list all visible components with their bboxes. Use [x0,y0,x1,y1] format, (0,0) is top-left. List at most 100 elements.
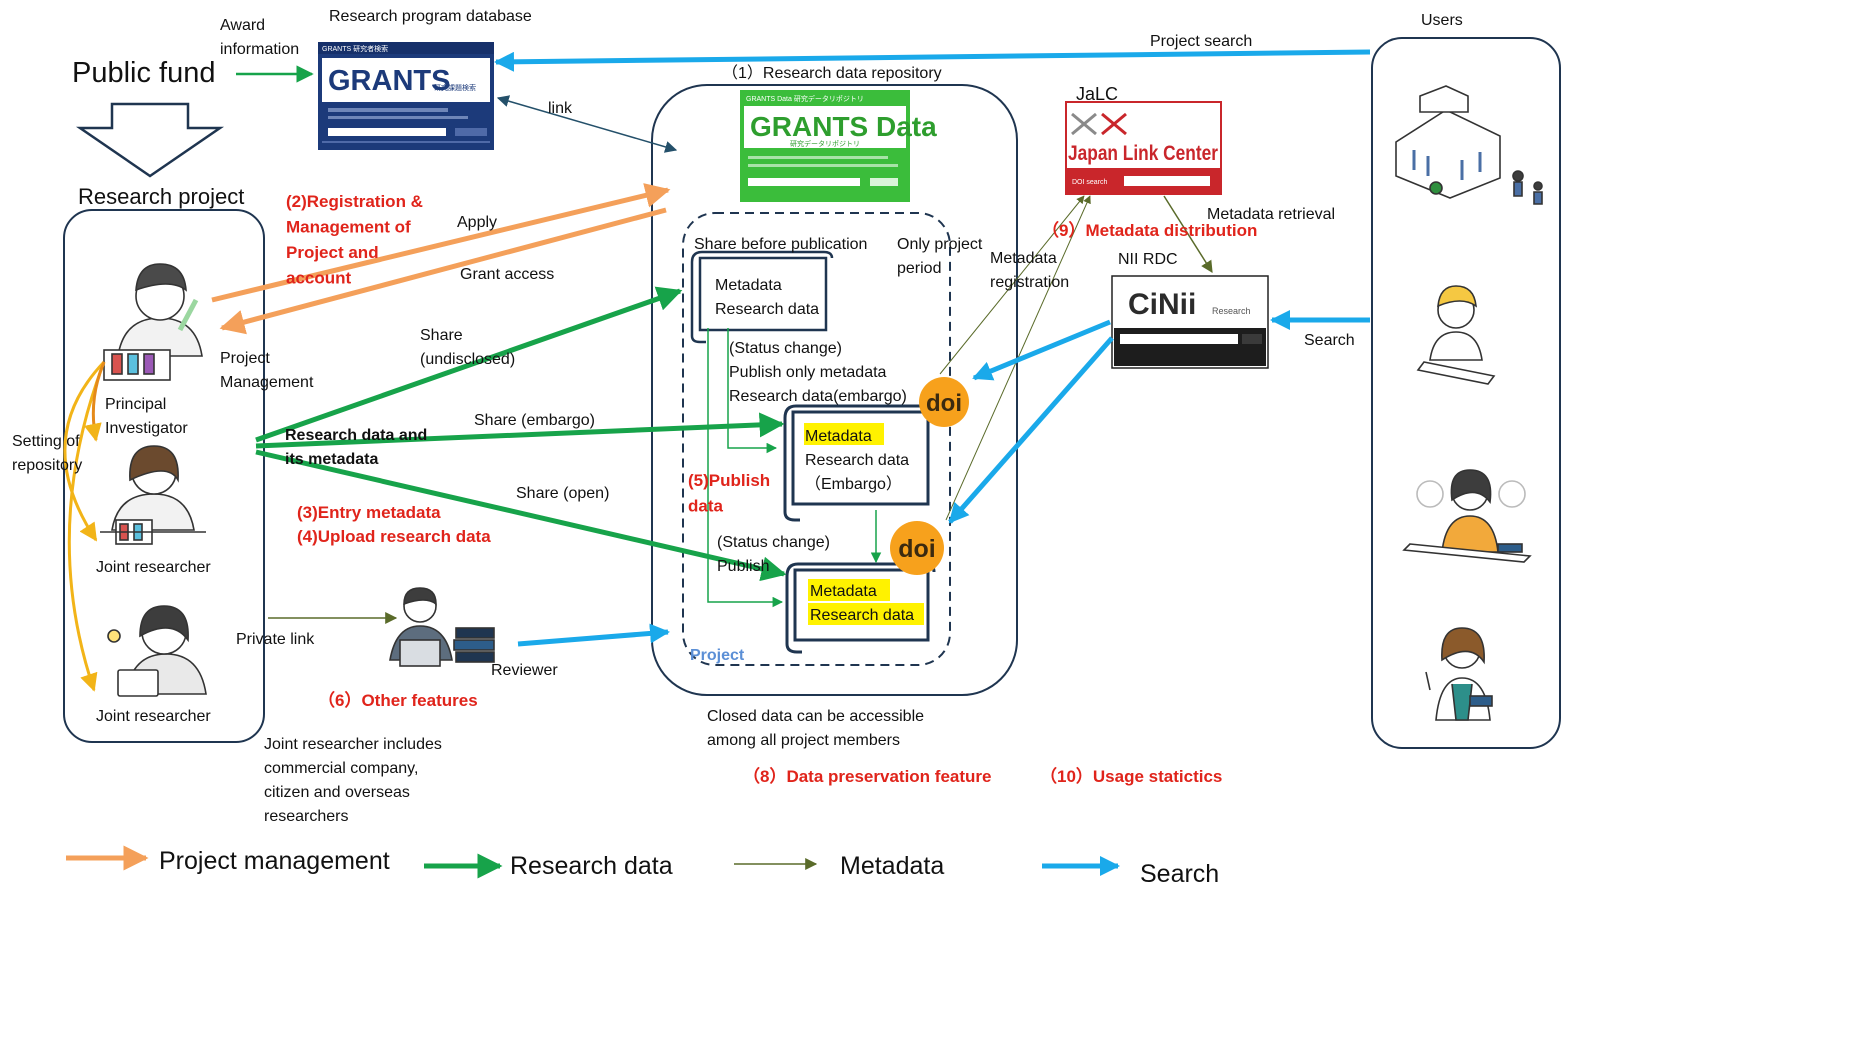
metadata-registration-label-line-2: registration [990,274,1069,291]
only-project-period-label-line-1: Only project [897,236,983,253]
users-label: Users [1421,12,1463,29]
project-management-label-line-2: Management [220,374,314,391]
reviewer-icon [389,587,495,667]
public-fund-label: Public fund [72,57,216,89]
setting-arrow-3 [84,361,106,442]
setting-of-repository-label-line-1: Setting of [12,433,80,450]
step2-label-line-4: account [286,269,352,288]
project-label: Project [690,647,745,664]
step8-label: （8）Data preservation feature [743,766,991,786]
status-change-embargo-arrow [727,328,778,454]
diagram-stage: GRANTS 研究者検索 GRANTS 研究課題検索 GRANTS Data 研… [12,8,1561,888]
only-project-period-label-line-2: period [897,260,941,277]
joint-researcher-note-line-1: Joint researcher includes [264,736,442,753]
grant-access-label: Grant access [460,266,554,283]
joint-researcher-note-line-3: citizen and overseas [264,784,410,801]
joint-researcher-1-icon [100,445,206,545]
doc1-text-line-2: Research data [715,301,819,318]
grants-data-header: GRANTS Data 研究データリポジトリ [746,94,864,103]
research-data-and-metadata-label-line-1: Research data and [285,427,427,444]
share-undisclosed-label: Share(undisclosed) [420,327,515,368]
grants-data-logo: GRANTS Data [750,111,937,142]
doc1-text-line-1: Metadata [715,277,782,294]
users-frame [1371,37,1561,749]
highlight-research-data-3 [808,603,924,625]
jalc-name-label: JaLC [1076,84,1118,104]
award-information-label-line-2: information [220,41,299,58]
status-change-1-label-line-3: Research data(embargo) [729,388,907,405]
apply-label: Apply [457,214,497,231]
grants-data-sub: 研究データリポジトリ [790,139,860,148]
research-project-frame [63,209,265,743]
status-change-2-label-line-1: (Status change) [717,534,830,551]
cinii-sub: Research [1212,306,1251,316]
highlight-metadata-2 [804,423,884,445]
closed-data-note: Closed data can be accessible among all p… [707,708,924,749]
teacher-icon [1425,627,1493,721]
grants-screenshot: GRANTS 研究者検索 GRANTS 研究課題検索 [318,42,494,150]
status-change-1-label-line-2: Publish only metadata [729,364,887,381]
project-search-label: Project search [1150,33,1252,50]
legend-project-management: Project management [159,847,390,875]
doi-badge-2: doi [890,521,944,575]
principal-investigator-label-line-2: Investigator [105,420,188,437]
status-change-publish-arrow [707,328,784,608]
metadata-registration-label: Metadata registration [990,250,1069,291]
step3-label: (3)Entry metadata [297,503,441,522]
grant-access-arrow [219,207,667,335]
doi-badge-1: doi [919,377,969,427]
metadata-retrieval-arrow [1163,195,1213,274]
repository-title: （1）Research data repository [722,64,942,82]
cinii-to-doi-1-arrow [972,319,1111,381]
share-embargo-arrow [255,412,785,449]
principal-investigator-icon [103,263,203,381]
legend-metadata: Metadata [840,852,944,880]
doc2-metadata-label: Metadata [805,428,872,445]
step4-label: (4)Upload research data [297,527,491,546]
step5-label-line-1: (5)Publish [688,471,770,490]
grants-logo: GRANTS [328,65,450,97]
status-change-1-label-line-1: (Status change) [729,340,842,357]
jalc-search-label: DOI search [1072,179,1108,186]
share-embargo-label: Share (embargo) [474,412,595,429]
share-open-label: Share (open) [516,485,609,502]
principal-investigator-label-line-1: Principal [105,396,166,413]
cinii-screenshot: CiNii Research [1111,275,1269,369]
step2-label-line-3: Project and [286,243,379,262]
doi-label-2: doi [898,535,936,563]
search-label: Search [1304,332,1355,349]
metadata-registration-label-line-1: Metadata [990,250,1057,267]
research-data-and-metadata-label-line-2: its metadata [285,451,378,468]
share-undisclosed-label-line-1: Share [420,327,463,344]
step6-label: （6）Other features [318,690,478,710]
joint-researcher-note-line-2: commercial company, [264,760,418,777]
doi-label-1: doi [926,390,962,417]
highlight-metadata-3 [808,579,890,601]
private-link-label: Private link [236,631,315,648]
link-arrow [496,95,678,153]
repository-workflow-diagram: GRANTS 研究者検索 GRANTS 研究課題検索 GRANTS Data 研… [12,8,1561,888]
joint-researcher-note: Joint researcher includes commercial comp… [264,736,442,825]
award-information-label-line-1: Award [220,17,265,34]
research-data-and-metadata-label: Research data and its metadata [285,427,427,468]
closed-data-note-line-2: among all project members [707,732,900,749]
closed-data-note-line-1: Closed data can be accessible [707,708,924,725]
metadata-registration-arrow-1 [939,195,1085,375]
step10-label: （10）Usage statictics [1040,766,1222,786]
student-icon [1416,285,1496,385]
jalc-logo: Japan Link Center [1068,142,1218,165]
link-label: link [548,100,573,117]
status-change-2-label-line-2: Publish [717,558,769,575]
metadata-document-1 [690,250,834,344]
legend-research-data: Research data [510,852,673,880]
reviewer-arrow [517,623,670,647]
jalc-mark-icon [1071,112,1097,136]
cinii-to-doi-2-arrow [948,336,1114,524]
doc3-research-label: Research data [810,607,914,624]
step2-label-line-1: (2)Registration & [286,192,423,211]
setting-arrow-2 [67,361,106,692]
research-project-label: Research project [78,184,244,209]
